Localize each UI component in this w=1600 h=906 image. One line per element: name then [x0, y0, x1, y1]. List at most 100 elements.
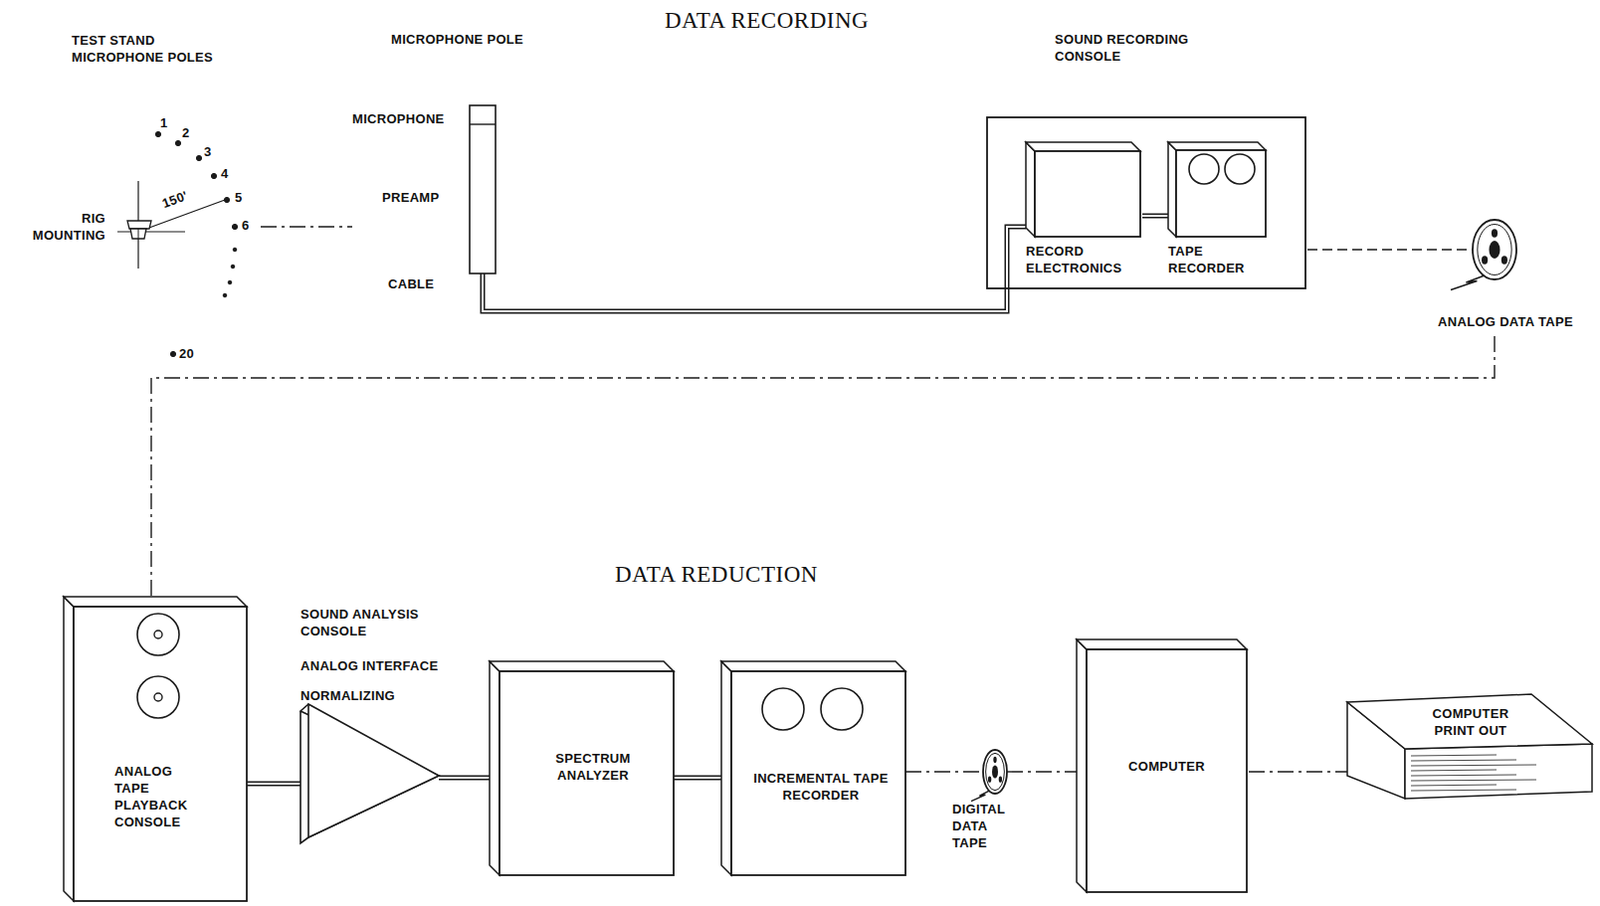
connector	[1006, 772, 1077, 774]
rig-mounting-symbol	[130, 228, 147, 239]
microphone-dot	[210, 173, 216, 179]
paper-line	[1410, 760, 1517, 762]
part-label: MICROPHONE	[352, 111, 445, 129]
tape-tail	[1450, 275, 1486, 291]
reel-rim	[986, 753, 1005, 791]
box-front	[1176, 150, 1266, 237]
callout-number: 4	[220, 166, 229, 184]
paper-line	[1410, 785, 1497, 787]
microphone-dot	[155, 131, 161, 137]
record-electronics-box: RECORD ELECTRONICS	[1025, 142, 1143, 281]
tape-reel	[983, 750, 1007, 795]
box-top	[1168, 142, 1266, 151]
rig-mounting-symbol	[127, 220, 152, 229]
reel-hole	[1481, 255, 1488, 264]
reel-hole	[999, 777, 1002, 784]
microphone-dot	[196, 155, 201, 161]
node-outline	[11, 29, 261, 369]
node-label: COMPUTER	[1086, 759, 1247, 777]
rig-mounting-symbol	[138, 228, 140, 239]
node-outline	[1025, 142, 1143, 281]
node-label: ANALOG TAPE PLAYBACK CONSOLE	[114, 764, 209, 832]
paper-line	[1410, 770, 1497, 772]
box-front	[1086, 649, 1247, 893]
microphone-dot	[230, 264, 235, 269]
amplifier-triangle	[308, 704, 439, 838]
node-outline	[1168, 142, 1268, 281]
node-shape	[971, 750, 1007, 802]
node-shape	[1025, 142, 1141, 237]
pole-tube	[469, 105, 496, 274]
box-top	[63, 597, 247, 607]
connector	[673, 778, 722, 780]
box-side	[1076, 639, 1087, 893]
microphone-head	[469, 123, 496, 125]
node-shape	[489, 661, 674, 876]
box-front	[731, 671, 906, 876]
connector	[1142, 215, 1169, 217]
paper-line	[1410, 780, 1537, 782]
data-flow-line	[905, 771, 984, 773]
node-shape	[1168, 142, 1266, 237]
cable-outer	[246, 782, 301, 788]
box-front	[1034, 151, 1141, 237]
cable-inner	[438, 777, 490, 780]
normalizing-amplifier: SOUND ANALYSIS CONSOLEANALOG INTERFACENO…	[300, 606, 480, 846]
connector	[438, 778, 490, 780]
microphone-dot	[222, 293, 227, 298]
callout-number: 5	[234, 190, 243, 207]
connector	[1248, 772, 1348, 774]
connector	[151, 336, 1495, 598]
part-label: ANALOG INTERFACE	[300, 658, 478, 676]
callout-number: 20	[179, 346, 195, 364]
node-shape	[721, 661, 906, 876]
callout-number: 6	[241, 217, 250, 235]
node-label: SPECTRUM ANALYZER	[531, 751, 655, 786]
reel-hole	[1491, 228, 1498, 237]
node-label: TAPE RECORDER	[1168, 243, 1266, 278]
part-label: CABLE	[388, 276, 434, 294]
reel-hub	[154, 630, 163, 639]
callout-number: 2	[182, 125, 191, 143]
box-front	[499, 671, 674, 876]
node-shape	[1347, 694, 1593, 800]
connector	[1307, 249, 1473, 251]
box-side	[1025, 142, 1035, 237]
node-shape	[63, 597, 247, 902]
part-label: RIG MOUNTING	[5, 210, 106, 245]
box-side	[489, 661, 500, 876]
node-shape	[1450, 219, 1517, 291]
node-outline	[300, 606, 480, 846]
microphone-dot	[227, 280, 232, 285]
reel-hub	[992, 765, 999, 779]
diagram-title: DATA RECORDING	[664, 7, 869, 34]
node-outline	[352, 31, 543, 296]
microphone-dot	[231, 223, 237, 229]
digital-tape-reel: DIGITAL DATA TAPE	[950, 736, 1030, 866]
reel-hole	[988, 777, 992, 784]
microphone-pole: MICROPHONE POLE MICROPHONE PREAMP CABLE	[352, 31, 543, 296]
tape-tail	[971, 791, 991, 802]
incremental-recorder-box: INCREMENTAL TAPE RECORDER	[721, 661, 906, 876]
recording-console: SOUND RECORDING CONSOLERECORD ELECTRONIC…	[985, 27, 1308, 293]
part-label: PREAMP	[382, 190, 439, 207]
tape-reel	[1189, 154, 1219, 185]
data-flow-line	[1248, 771, 1348, 773]
data-flow-line	[151, 336, 1495, 598]
rig-axis	[117, 230, 186, 232]
dimension-label: 150'	[160, 188, 191, 213]
connector	[246, 784, 301, 786]
reel-hole	[1501, 255, 1508, 264]
reel-hole	[993, 757, 997, 764]
node-label: ANALOG DATA TAPE	[1416, 314, 1595, 332]
box-side	[721, 661, 732, 876]
printout-top	[1347, 694, 1593, 750]
box-top	[1025, 142, 1141, 152]
box-side	[63, 597, 74, 902]
node-label: MICROPHONE POLE	[391, 31, 541, 49]
test-stand-group: TEST STAND MICROPHONE POLES	[11, 29, 261, 369]
box-side	[1168, 142, 1177, 237]
cable-outer	[482, 226, 1026, 312]
paper-line	[1410, 755, 1497, 757]
tape-reel	[137, 613, 180, 656]
